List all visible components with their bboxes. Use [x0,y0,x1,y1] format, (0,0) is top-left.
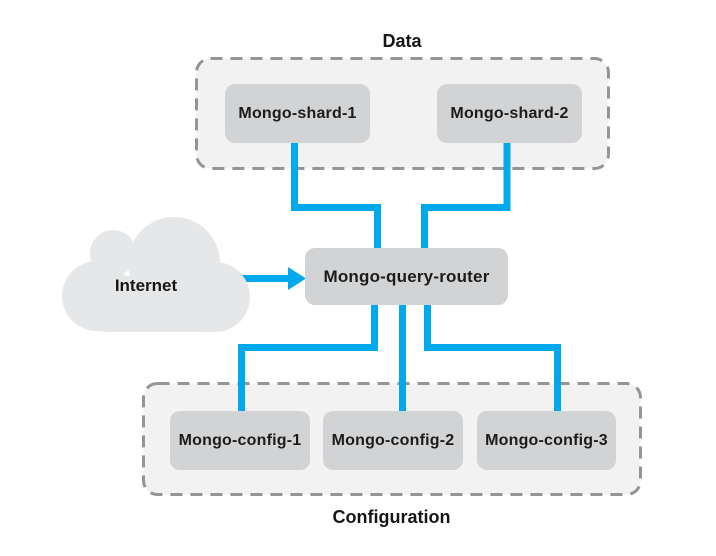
internet-label: Internet [114,276,178,295]
connector-shard2-to-router [421,143,511,250]
connector-router-to-config1 [238,303,378,413]
internet-cloud-icon [62,217,250,332]
connector-router-to-config3 [424,303,561,413]
configuration-group-label: Configuration [332,507,451,527]
node-mongo-config-2: Mongo-config-2 [323,411,463,470]
node-mongo-query-router: Mongo-query-router [305,248,508,305]
node-mongo-config-3: Mongo-config-3 [477,411,616,470]
node-mongo-shard-1: Mongo-shard-1 [225,84,370,143]
data-group-label: Data [382,31,422,51]
connector-shard1-to-router [291,143,381,250]
node-mongo-shard-2: Mongo-shard-2 [437,84,582,143]
node-mongo-config-1: Mongo-config-1 [170,411,310,470]
flow-arrow-icon [228,267,306,290]
